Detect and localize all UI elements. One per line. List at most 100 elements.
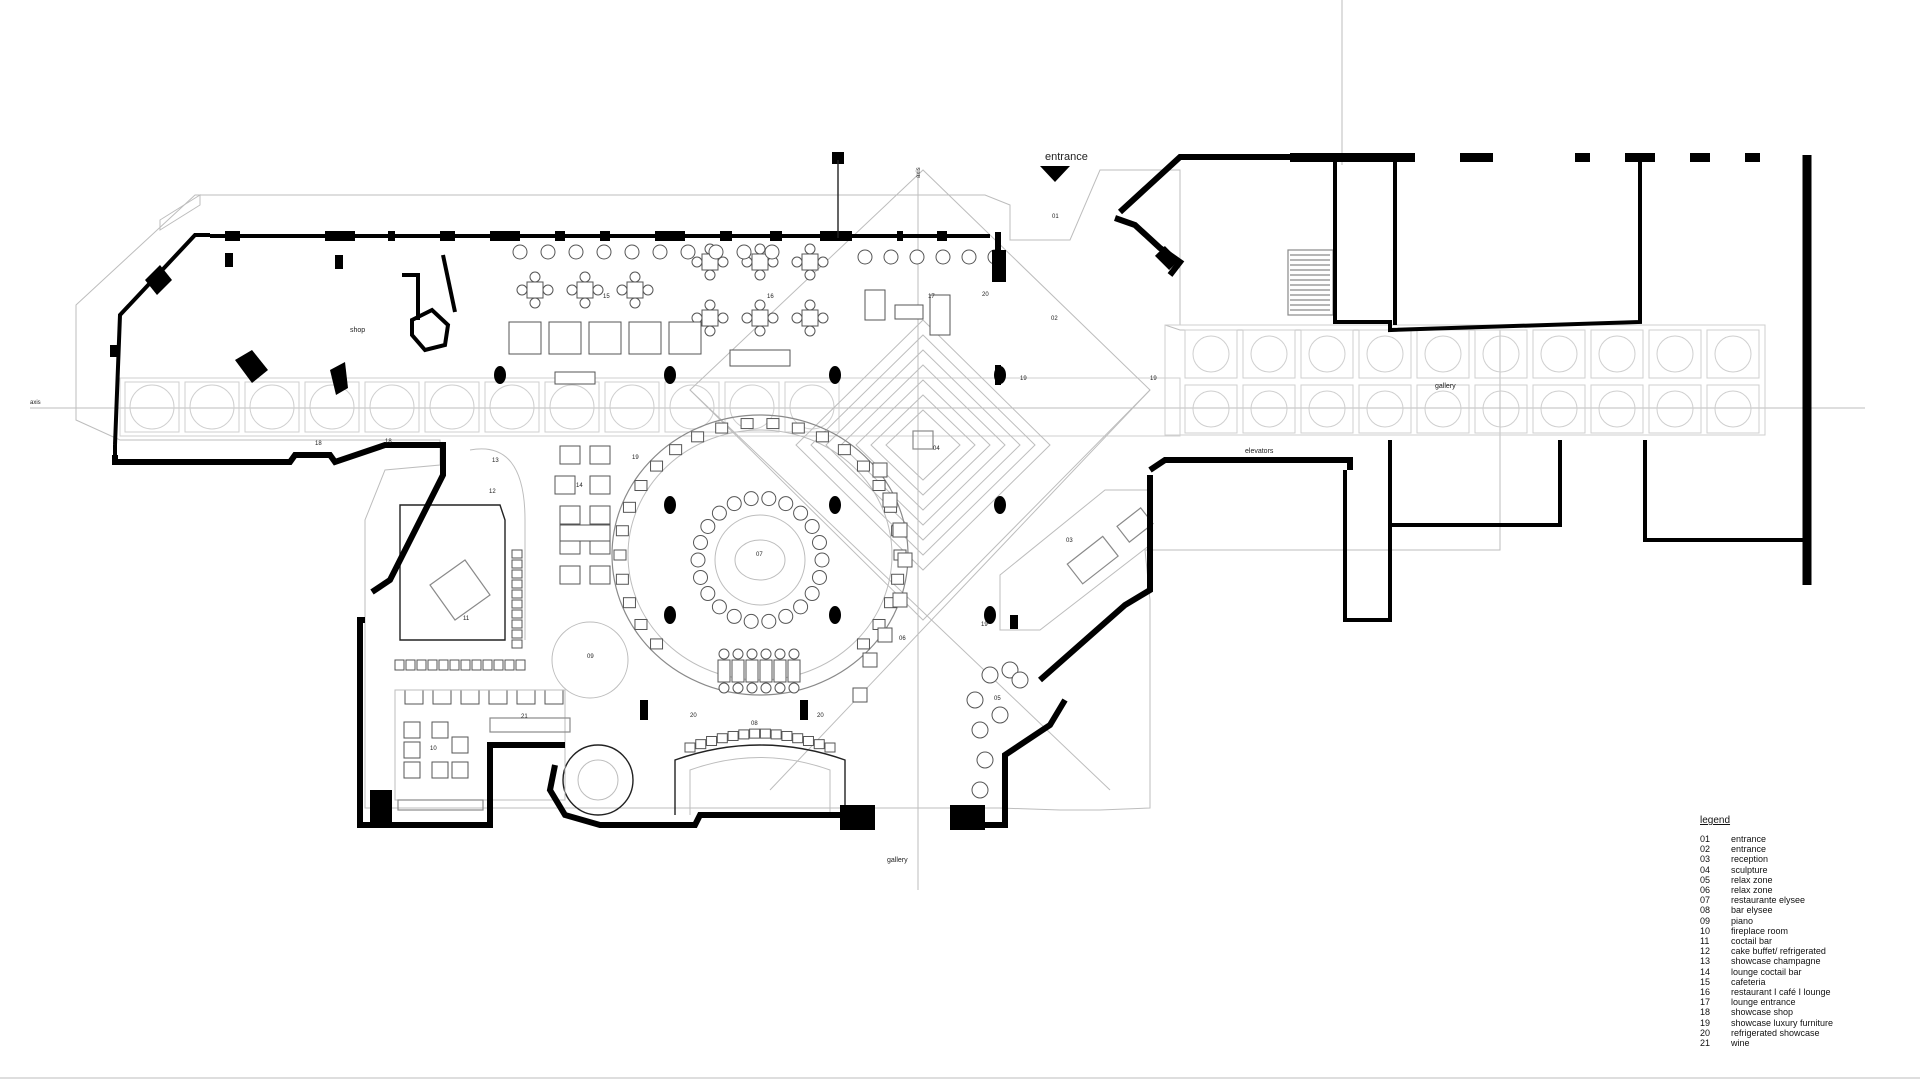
chair bbox=[761, 491, 777, 507]
chair bbox=[718, 682, 730, 694]
gallery-tile-circle bbox=[1540, 335, 1578, 373]
armchair bbox=[882, 492, 898, 508]
gallery-tile-circle bbox=[309, 384, 355, 430]
bar-stool bbox=[781, 730, 793, 741]
chair bbox=[613, 549, 627, 561]
table bbox=[432, 689, 452, 705]
chair bbox=[817, 312, 829, 324]
gallery-tile-circle bbox=[429, 384, 475, 430]
bar-stool bbox=[515, 659, 526, 671]
gallery-tile-circle bbox=[1482, 390, 1520, 428]
zone-number: 20 bbox=[817, 713, 824, 719]
zone-number: 04 bbox=[933, 446, 940, 452]
armchair bbox=[862, 652, 878, 668]
legend-item-number: 19 bbox=[1700, 1017, 1711, 1028]
gallery-tile-circle bbox=[1250, 390, 1288, 428]
gallery-tile bbox=[1706, 384, 1760, 434]
gallery-tile-circle bbox=[1714, 390, 1752, 428]
gallery-tile bbox=[1416, 384, 1470, 434]
table bbox=[576, 281, 594, 299]
gallery-tile bbox=[724, 381, 780, 433]
armchair bbox=[431, 721, 449, 739]
chair bbox=[704, 269, 716, 281]
chair bbox=[704, 325, 716, 337]
table-seats bbox=[508, 321, 542, 355]
wall-segment bbox=[1575, 153, 1590, 162]
chair bbox=[766, 418, 780, 430]
bar-stool bbox=[416, 659, 427, 671]
entrance-marker bbox=[1040, 166, 1070, 182]
chair bbox=[760, 682, 772, 694]
armchair bbox=[451, 736, 469, 754]
legend-item-number: 02 bbox=[1700, 844, 1711, 855]
legend-item-number: 17 bbox=[1700, 997, 1711, 1008]
bar-stool bbox=[759, 728, 771, 739]
staircase bbox=[1287, 249, 1334, 316]
gallery-tile-circle bbox=[1424, 335, 1462, 373]
coctail-bar bbox=[394, 448, 564, 705]
chair bbox=[837, 444, 851, 456]
room-label-gallery-bottom: gallery bbox=[887, 857, 908, 864]
chair bbox=[872, 480, 886, 492]
column bbox=[800, 700, 808, 720]
chair bbox=[652, 244, 668, 260]
gallery-tile bbox=[1590, 384, 1644, 434]
chair bbox=[579, 297, 591, 309]
table bbox=[701, 309, 719, 327]
gallery-tile-circle bbox=[1714, 335, 1752, 373]
chair bbox=[754, 269, 766, 281]
bar-stool bbox=[511, 599, 523, 609]
zone-number: 05 bbox=[994, 696, 1001, 702]
gallery-tile bbox=[364, 381, 420, 433]
gallery-tile-circle bbox=[1482, 335, 1520, 373]
chair bbox=[693, 569, 709, 585]
gallery-tile bbox=[184, 381, 240, 433]
armchair bbox=[897, 552, 913, 568]
gallery-tile bbox=[1532, 329, 1586, 379]
bar-stool bbox=[716, 733, 728, 744]
armchair bbox=[589, 475, 611, 495]
chair bbox=[767, 312, 779, 324]
chair bbox=[690, 552, 706, 568]
table bbox=[751, 253, 769, 271]
gallery-tile bbox=[304, 381, 360, 433]
bar-stool bbox=[504, 659, 515, 671]
chair bbox=[935, 249, 951, 265]
chair bbox=[788, 648, 800, 660]
legend-item-label: entrance bbox=[1731, 834, 1767, 844]
gallery-tile-circle bbox=[249, 384, 295, 430]
armchair bbox=[976, 751, 994, 769]
chair bbox=[856, 460, 870, 472]
bar-stool bbox=[511, 589, 523, 599]
legend-item-number: 07 bbox=[1700, 895, 1711, 906]
chair bbox=[615, 573, 629, 585]
gallery-tile-circle bbox=[1308, 390, 1346, 428]
table bbox=[404, 689, 424, 705]
sofa bbox=[864, 289, 886, 321]
zone-number: 20 bbox=[690, 713, 697, 719]
chair bbox=[715, 422, 729, 434]
bar-stool bbox=[460, 659, 471, 671]
gallery-tile bbox=[1242, 329, 1296, 379]
legend-item-number: 03 bbox=[1700, 854, 1711, 865]
legend-item-label: restaurante elysee bbox=[1731, 895, 1806, 906]
chair bbox=[622, 501, 636, 513]
chair bbox=[629, 297, 641, 309]
legend-item-label: lounge entrance bbox=[1731, 997, 1796, 1008]
chair bbox=[811, 569, 827, 585]
legend-item-label: fireplace room bbox=[1731, 925, 1789, 936]
round-room bbox=[562, 744, 634, 816]
chair bbox=[961, 249, 977, 265]
chair bbox=[650, 460, 664, 472]
chair bbox=[778, 496, 794, 512]
chair bbox=[691, 256, 703, 268]
bar-elysee bbox=[674, 728, 846, 815]
